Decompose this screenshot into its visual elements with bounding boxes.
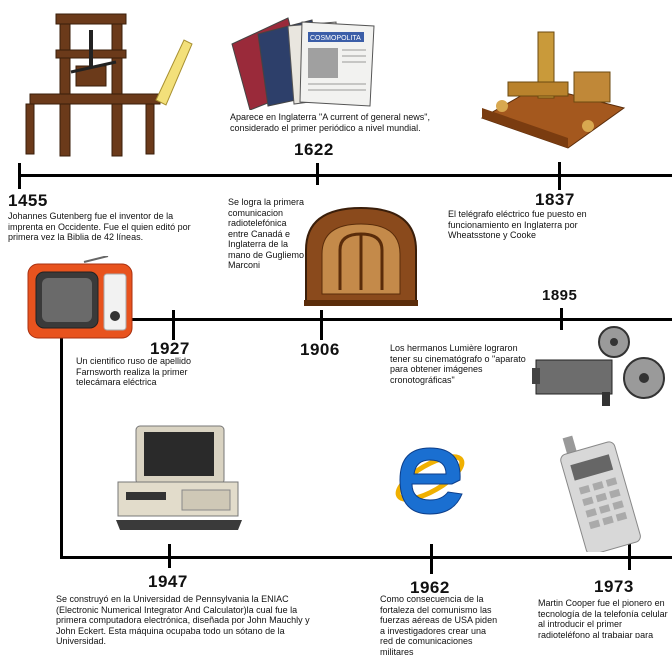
- desc-1455: Johannes Gutenberg fue el inventor de la…: [8, 211, 191, 242]
- timeline-row2: [60, 318, 672, 321]
- timeline-row1-tick-1837: [558, 162, 561, 190]
- timeline-row2-tick-1927: [172, 310, 175, 340]
- projector-image: [532, 326, 665, 406]
- desc-1837: El telégrafo eléctrico fue puesto en fun…: [448, 209, 587, 240]
- year-1622: 1622: [294, 140, 334, 159]
- year-1947: 1947: [148, 572, 188, 591]
- newspaper-masthead: COSMOPOLITA: [310, 35, 361, 42]
- telegraph-image: [480, 31, 626, 149]
- timeline-connector: [60, 318, 63, 558]
- desc-1622: Aparece en Inglaterra "A current of gene…: [230, 112, 431, 133]
- timeline-row1-tick-1455: [18, 163, 21, 189]
- year-1837: 1837: [535, 190, 575, 209]
- timeline-row2-tick-1906: [320, 310, 323, 340]
- timeline-row3: [60, 556, 672, 559]
- computer-image: [116, 425, 242, 530]
- television-image: [27, 256, 133, 339]
- desc-1947: Se construyó en la Universidad de Pennsy…: [56, 594, 310, 646]
- timeline-row1-tick-1622: [316, 163, 319, 185]
- timeline-row3-tick-1947: [168, 544, 171, 568]
- desc-1895: Los hermanos Lumière lograron tener su c…: [390, 343, 526, 385]
- cellphone-image: [560, 435, 641, 552]
- year-1895: 1895: [542, 287, 578, 304]
- desc-1906: Se logra la primera comunicacion radiote…: [228, 197, 305, 270]
- desc-1962: Como consecuencia de la fortaleza del co…: [380, 594, 498, 657]
- year-1973: 1973: [594, 577, 634, 596]
- year-1906: 1906: [300, 340, 340, 359]
- timeline-row3-tick-1973: [628, 540, 631, 570]
- desc-1973: Martin Cooper fue el pionero en tecnolog…: [538, 598, 668, 638]
- timeline-row2-tick-1895: [560, 308, 563, 330]
- radio-image: [304, 206, 418, 306]
- timeline-row1: [18, 174, 672, 177]
- year-1927: 1927: [150, 339, 190, 358]
- year-1962: 1962: [410, 578, 450, 597]
- desc-1927: Un cientifico ruso de apellido Farnswort…: [76, 356, 192, 387]
- printing-press-image: [25, 13, 193, 157]
- timeline-row3-tick-1962: [430, 544, 433, 574]
- internet-explorer-icon: [395, 447, 465, 515]
- newspaper-image: COSMOPOLITA: [231, 17, 375, 110]
- year-1455: 1455: [8, 191, 48, 210]
